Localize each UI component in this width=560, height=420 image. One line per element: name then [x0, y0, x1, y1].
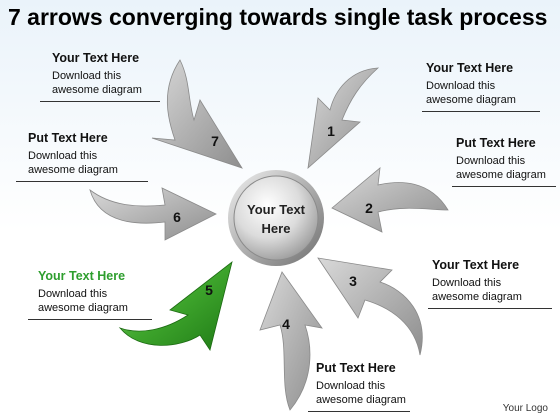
label-desc-1: Download this: [28, 150, 98, 162]
label-underline: [452, 186, 556, 187]
arrow-number-5: 5: [205, 282, 213, 298]
arrow-number-4: 4: [282, 316, 290, 332]
arrow-number-7: 7: [211, 133, 219, 149]
label-title: Put Text Here: [316, 361, 396, 375]
center-hub: [233, 175, 319, 261]
label-underline: [308, 411, 410, 412]
label-desc-1: Download this: [52, 70, 122, 82]
label-underline: [28, 319, 152, 320]
arrow-6: [89, 187, 217, 241]
label-underline: [428, 308, 552, 309]
arrow-number-2: 2: [365, 200, 373, 216]
label-title: Your Text Here: [426, 61, 514, 75]
arrow-4: [259, 271, 323, 411]
label-desc-2: awesome diagram: [316, 394, 406, 406]
label-desc-1: Download this: [426, 80, 496, 92]
page-title: 7 arrows converging towards single task …: [8, 4, 548, 30]
label-bottom: Put Text Here Download this awesome diag…: [308, 360, 410, 412]
label-title: Your Text Here: [38, 269, 126, 283]
label-top-right: Your Text Here Download this awesome dia…: [422, 60, 540, 112]
label-desc-2: awesome diagram: [38, 302, 128, 314]
label-desc-1: Download this: [316, 380, 386, 392]
arrow-1: [307, 67, 380, 170]
arrow-3: [317, 257, 423, 356]
label-mid-right: Put Text Here Download this awesome diag…: [452, 135, 556, 187]
arrow-number-6: 6: [173, 209, 181, 225]
label-low-right: Your Text Here Download this awesome dia…: [428, 257, 552, 309]
label-underline: [422, 111, 540, 112]
label-desc-2: awesome diagram: [456, 169, 546, 181]
arrow-2: [331, 167, 449, 233]
label-top-left: Your Text Here Download this awesome dia…: [40, 50, 160, 102]
label-desc-1: Download this: [432, 277, 502, 289]
arrow-7: [151, 59, 243, 169]
arrow-number-3: 3: [349, 273, 357, 289]
label-title: Put Text Here: [456, 136, 536, 150]
logo-text: Your Logo: [502, 403, 548, 414]
label-desc-2: awesome diagram: [52, 84, 142, 96]
label-low-left: Your Text Here Download this awesome dia…: [28, 268, 152, 320]
label-desc-2: awesome diagram: [432, 291, 522, 303]
center-text-line1: Your Text: [247, 202, 306, 217]
label-desc-1: Download this: [38, 288, 108, 300]
label-mid-left: Put Text Here Download this awesome diag…: [16, 130, 148, 182]
label-title: Your Text Here: [432, 258, 520, 272]
label-desc-2: awesome diagram: [426, 94, 516, 106]
label-underline: [40, 101, 160, 102]
label-desc-2: awesome diagram: [28, 164, 118, 176]
label-title: Your Text Here: [52, 51, 140, 65]
arrow-number-1: 1: [327, 123, 335, 139]
label-underline: [16, 181, 148, 182]
center-text-line2: Here: [262, 221, 291, 236]
label-title: Put Text Here: [28, 131, 108, 145]
arrow-5: [118, 260, 233, 351]
label-desc-1: Download this: [456, 155, 526, 167]
